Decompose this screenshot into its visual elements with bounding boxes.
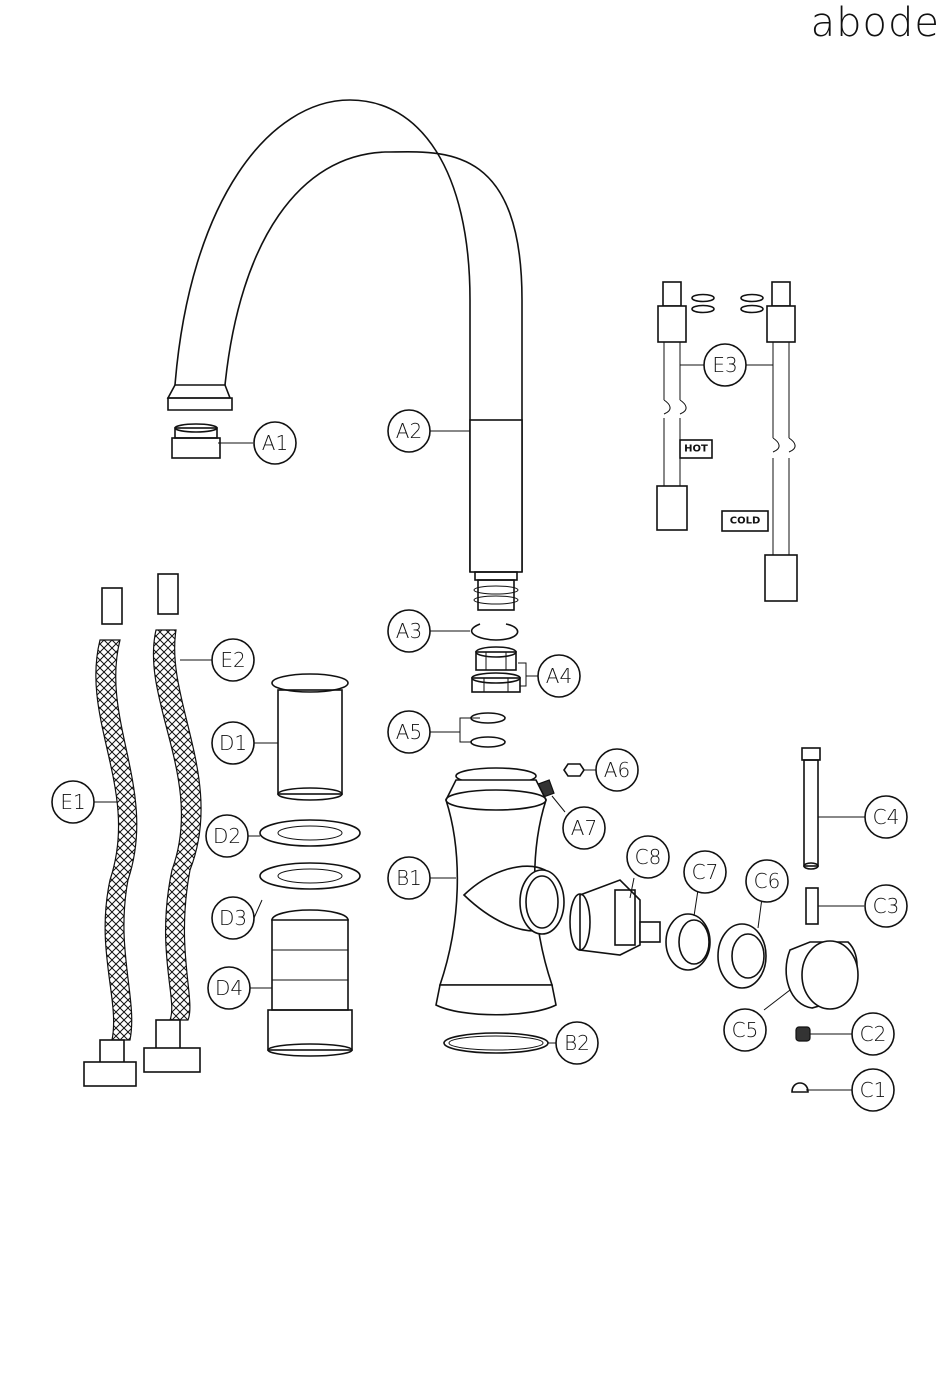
callout-B1: B1 [388, 857, 430, 899]
svg-text:B2: B2 [564, 1031, 590, 1055]
callout-D3: D3 [212, 897, 254, 939]
callout-A6: A6 [596, 749, 638, 791]
callout-C5: C5 [724, 1009, 766, 1051]
spout [168, 100, 522, 610]
retaining-ring [666, 914, 710, 970]
callout-C7: C7 [684, 851, 726, 893]
svg-text:C4: C4 [873, 805, 900, 829]
base-o-ring [444, 1033, 548, 1053]
svg-text:E1: E1 [60, 790, 85, 814]
svg-text:A2: A2 [396, 419, 422, 443]
svg-text:C7: C7 [692, 860, 719, 884]
svg-text:HOT: HOT [684, 444, 708, 455]
svg-text:C3: C3 [873, 894, 900, 918]
cartridge [570, 880, 660, 955]
svg-text:E3: E3 [712, 353, 737, 377]
screw-a6 [564, 764, 584, 776]
lever-rod [802, 748, 820, 869]
callout-D1: D1 [212, 722, 254, 764]
spring [806, 888, 818, 924]
washer-d3 [260, 863, 360, 889]
callout-C8: C8 [627, 836, 669, 878]
callout-A3: A3 [388, 610, 430, 652]
callout-A5: A5 [388, 711, 430, 753]
aerator [172, 424, 220, 458]
braided-hose-e1 [84, 588, 137, 1086]
svg-text:A4: A4 [546, 664, 572, 688]
retaining-clip [472, 624, 518, 640]
svg-text:E2: E2 [220, 648, 245, 672]
svg-text:COLD: COLD [730, 516, 761, 527]
callout-C4: C4 [865, 796, 907, 838]
svg-text:C8: C8 [635, 845, 662, 869]
callout-A1: A1 [254, 422, 296, 464]
washer-d2 [260, 820, 360, 846]
callout-B2: B2 [556, 1022, 598, 1064]
callout-A7: A7 [563, 807, 605, 849]
callout-A4: A4 [538, 655, 580, 697]
hose-set-e3 [657, 282, 797, 601]
cold-tag: COLD [722, 511, 768, 531]
callout-E1: E1 [52, 781, 94, 823]
svg-text:D4: D4 [215, 976, 243, 1000]
callout-C3: C3 [865, 885, 907, 927]
handle [786, 941, 858, 1009]
svg-text:D2: D2 [213, 824, 241, 848]
svg-text:C2: C2 [860, 1022, 887, 1046]
grub-screw-c2 [796, 1027, 810, 1041]
svg-text:D1: D1 [219, 731, 247, 755]
svg-text:C5: C5 [732, 1018, 759, 1042]
callout-E3: E3 [704, 344, 746, 386]
callout-C6: C6 [746, 860, 788, 902]
mounting-nut [268, 910, 352, 1056]
svg-text:A6: A6 [604, 758, 630, 782]
nut-set [472, 647, 520, 692]
svg-text:B1: B1 [396, 866, 422, 890]
svg-text:C1: C1 [860, 1078, 887, 1102]
svg-text:C6: C6 [754, 869, 781, 893]
svg-text:D3: D3 [219, 906, 247, 930]
callout-C2: C2 [852, 1013, 894, 1055]
braided-hose-e2 [144, 574, 201, 1072]
svg-text:A3: A3 [396, 619, 422, 643]
hot-tag: HOT [680, 440, 712, 458]
callout-A2: A2 [388, 410, 430, 452]
tap-body [436, 768, 564, 1015]
callout-D2: D2 [206, 815, 248, 857]
svg-text:A5: A5 [396, 720, 422, 744]
threaded-shank [272, 674, 348, 800]
callout-D4: D4 [208, 967, 250, 1009]
svg-text:A7: A7 [571, 816, 597, 840]
cap-c1 [792, 1083, 808, 1092]
callout-C1: C1 [852, 1069, 894, 1111]
callout-E2: E2 [212, 639, 254, 681]
svg-text:A1: A1 [262, 431, 288, 455]
cover-sleeve [718, 924, 766, 988]
